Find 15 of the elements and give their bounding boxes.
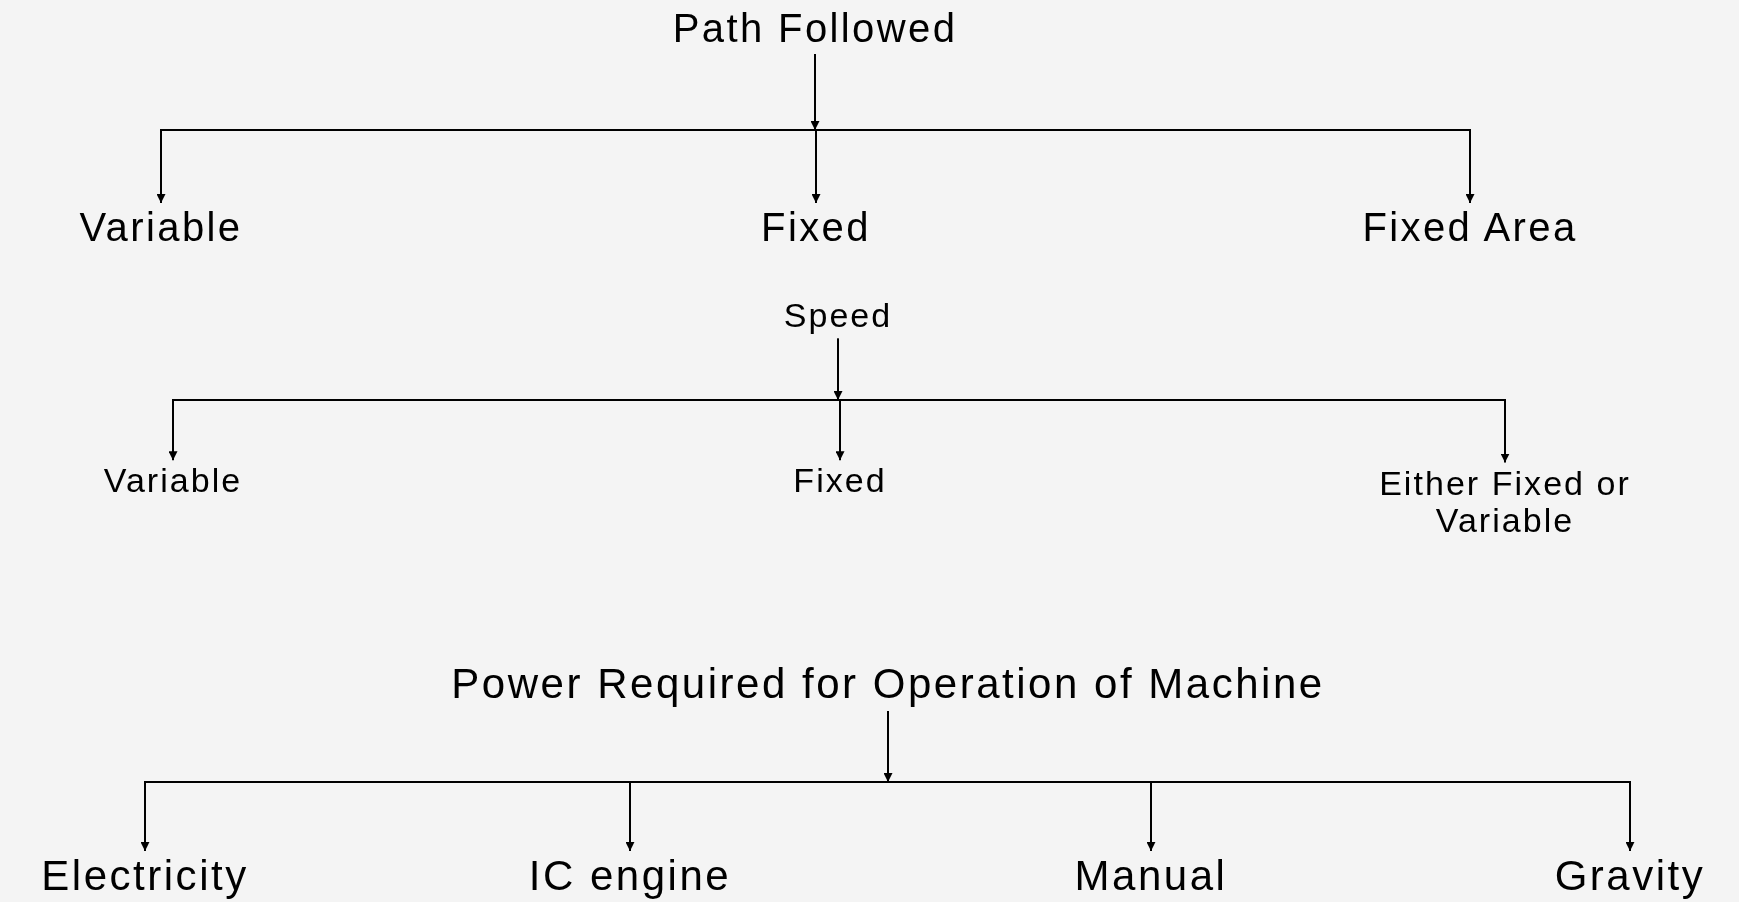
node-label: Fixed bbox=[789, 462, 891, 500]
node-label: Path Followed bbox=[668, 6, 962, 50]
node-label: Variable bbox=[99, 462, 247, 500]
node-label: Power Required for Operation of Machine bbox=[447, 660, 1329, 708]
node-label: Manual bbox=[1070, 852, 1232, 900]
node-label: Electricity bbox=[37, 852, 253, 900]
node-label: Either Fixed or Variable bbox=[1345, 464, 1665, 540]
node-label: Speed bbox=[779, 297, 897, 335]
node-label: Fixed bbox=[757, 205, 875, 249]
arrow bbox=[887, 710, 1635, 852]
node-label: Fixed Area bbox=[1358, 205, 1582, 249]
node-label: Gravity bbox=[1550, 852, 1710, 900]
arrow bbox=[837, 337, 1510, 464]
node-label: Variable bbox=[75, 205, 247, 249]
node-label: IC engine bbox=[524, 852, 736, 900]
